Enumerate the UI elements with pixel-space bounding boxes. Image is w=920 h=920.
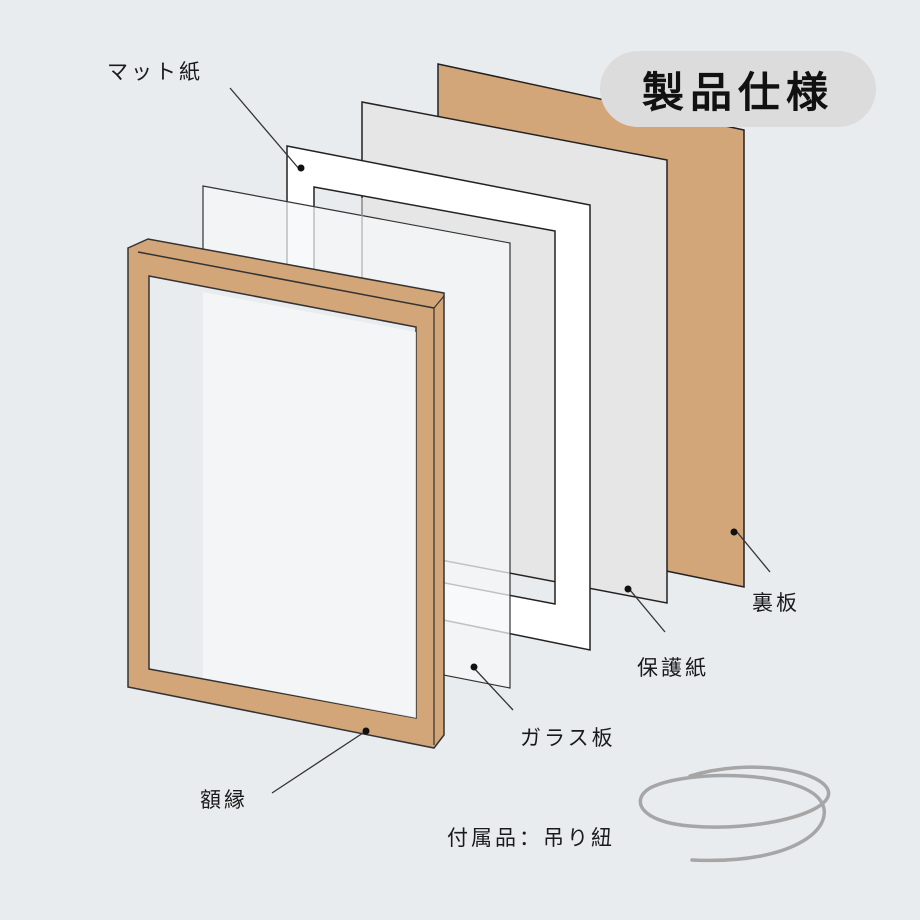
picture-frame bbox=[127, 238, 445, 749]
label-back-board: 裏板 bbox=[752, 591, 800, 615]
hanging-cord-icon bbox=[638, 765, 831, 863]
label-frame: 額縁 bbox=[200, 788, 248, 812]
page-title: 製品仕様 bbox=[641, 67, 834, 117]
label-protective-paper: 保護紙 bbox=[637, 656, 709, 680]
label-glass-pane: ガラス板 bbox=[520, 726, 616, 750]
leader-lines bbox=[229, 87, 771, 794]
label-mat-paper: マット紙 bbox=[107, 60, 203, 84]
label-accessory: 付属品：吊り紐 bbox=[447, 826, 615, 850]
title-badge: 製品仕様 bbox=[600, 51, 876, 127]
